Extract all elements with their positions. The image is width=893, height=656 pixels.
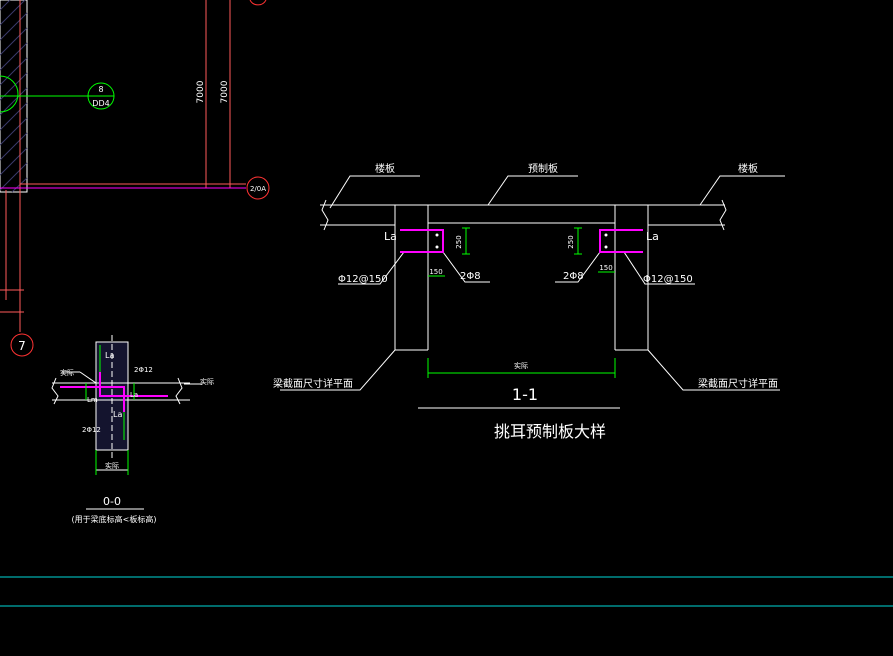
detail-marker-top: 8	[98, 85, 103, 94]
small-section-mark: 0-0	[103, 495, 121, 508]
small-left-label: 实际	[60, 368, 74, 377]
rebar-dots	[435, 233, 608, 249]
dim-7000-b: 7000	[220, 80, 230, 103]
small-bottom-label: 实际	[105, 461, 119, 470]
dim-150-right: 150	[599, 264, 612, 272]
detail-title: 挑耳预制板大样	[494, 422, 606, 441]
label-floor-slab-right: 楼板	[738, 162, 758, 175]
rebar-2phi8-right: 2Φ8	[563, 271, 584, 282]
rebar-phi12-right: Φ12@150	[643, 274, 693, 285]
dim-250-right: 250	[567, 235, 575, 248]
rebar-right	[599, 229, 643, 253]
rebar-2phi8-left: 2Φ8	[460, 271, 481, 282]
small-subtitle: (用于梁底标高<板标高)	[72, 514, 157, 524]
small-right-label: 实际	[200, 377, 214, 386]
dim-7000-a: 7000	[196, 80, 206, 103]
rebar-left	[400, 229, 444, 253]
axis-bubble-icon[interactable]: 2/0A	[246, 176, 270, 200]
drawing-frame	[0, 576, 893, 607]
detail-bubble-icon[interactable]: 8 DD4	[87, 82, 115, 110]
dim-150-left: 150	[429, 268, 442, 276]
span-dimension: 实际	[514, 361, 528, 370]
small-rebar-top: 2Φ12	[134, 366, 153, 374]
small-la-right: La	[130, 391, 138, 399]
small-lm: Lm	[87, 396, 98, 404]
rebar-phi12-left: Φ12@150	[338, 274, 388, 285]
note-beam-section-left: 梁截面尺寸详平面	[273, 377, 353, 390]
dim-250-left: 250	[455, 235, 463, 248]
axis-label-2-0a: 2/0A	[250, 185, 266, 193]
label-floor-slab-left: 楼板	[375, 162, 395, 175]
detail-marker-bottom: DD4	[92, 99, 109, 108]
small-la-top: La	[105, 351, 114, 360]
axis-label-7: 7	[18, 339, 26, 353]
note-beam-section-right: 梁截面尺寸详平面	[698, 377, 778, 390]
la-label-right: La	[646, 230, 659, 243]
plan-fragment: 8 DD4 7000 7000 2/0A 7	[0, 0, 270, 357]
small-detail: La La La Lm 2Φ12 2Φ12 实际 实际 实际 0-0 (用于梁底…	[51, 335, 214, 524]
main-detail	[280, 175, 785, 409]
small-la-mid: La	[113, 410, 122, 419]
hatched-wall	[0, 0, 28, 193]
small-rebar-bottom: 2Φ12	[82, 426, 101, 434]
dimensions	[427, 227, 616, 378]
label-precast-slab: 预制板	[528, 162, 558, 175]
la-label-left: La	[384, 230, 397, 243]
axis-bubble-icon[interactable]: 7	[10, 333, 34, 357]
section-mark-1-1: 1-1	[512, 385, 538, 404]
